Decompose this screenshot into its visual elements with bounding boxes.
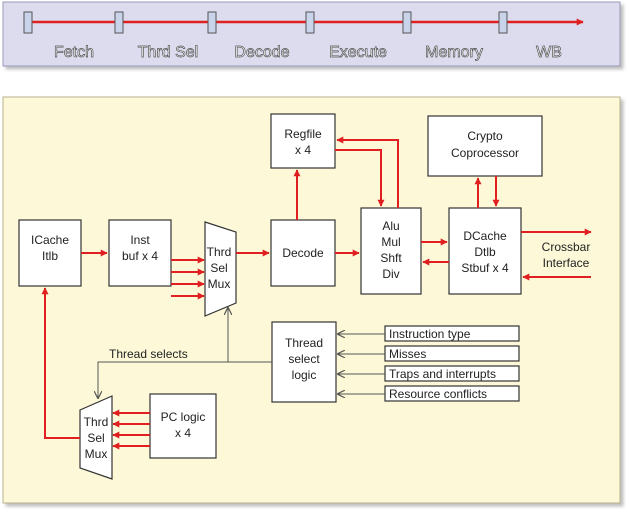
thread-select-logic-label-2: select <box>288 352 320 366</box>
thrd-sel-mux-bottom <box>79 395 113 480</box>
dcache-label-1: DCache <box>463 229 507 243</box>
thrd-sel-mux-bottom-label-1: Thrd <box>84 415 109 429</box>
alu-box <box>360 207 422 295</box>
crossbar-label-1: Crossbar <box>542 240 591 254</box>
thread-select-logic-box <box>271 321 337 403</box>
icache-box <box>18 219 82 287</box>
dcache-label-3: Stbuf x 4 <box>461 261 509 275</box>
thrd-sel-mux-top <box>204 221 237 317</box>
inst-buf-label-2: buf x 4 <box>122 249 158 263</box>
icache-label-2: Itlb <box>42 249 58 263</box>
arrow-mux-to-icache <box>41 287 80 439</box>
pipeline-stage-label: Execute <box>329 44 387 61</box>
thrd-sel-mux-top-label-3: Mux <box>208 277 231 291</box>
pipeline-stage-label: Fetch <box>54 44 94 61</box>
thread-selects-bottom-arrow <box>98 361 272 398</box>
input-label-instruction-type: Instruction type <box>389 327 471 341</box>
inst-buf-label-1: Inst <box>130 233 150 247</box>
regfile-label-2: x 4 <box>295 143 311 157</box>
pipeline-stage-label: Thrd Sel <box>138 44 198 61</box>
control-arrows <box>98 308 385 398</box>
arrow-alu-to-regfile <box>336 136 399 208</box>
input-label-traps: Traps and interrupts <box>389 367 496 381</box>
crypto-label-1: Crypto <box>467 129 503 143</box>
alu-label-2: Mul <box>381 235 400 249</box>
pipeline-stage-label: WB <box>536 44 562 61</box>
alu-label-1: Alu <box>382 219 399 233</box>
pc-logic-box <box>149 393 217 459</box>
icache-label-1: ICache <box>31 233 69 247</box>
thrd-sel-mux-bottom-label-2: Sel <box>87 431 104 445</box>
thrd-sel-mux-top-label-2: Sel <box>210 261 227 275</box>
regfile-box <box>270 113 336 169</box>
pipeline-tick <box>207 11 217 34</box>
alu-label-3: Shft <box>380 251 402 265</box>
crypto-label-2: Coprocessor <box>451 146 519 160</box>
input-label-resource: Resource conflicts <box>389 387 487 401</box>
input-label-misses: Misses <box>389 347 426 361</box>
pipeline-tick <box>402 11 412 34</box>
pipeline-tick <box>305 11 315 34</box>
thrd-sel-mux-top-label-1: Thrd <box>207 245 232 259</box>
dcache-label-2: Dtlb <box>474 245 496 259</box>
crossbar-label-2: Interface <box>543 256 590 270</box>
pipeline-stage-label: Decode <box>234 44 289 61</box>
pipeline-tick <box>114 11 124 34</box>
pipeline-tick <box>498 11 508 34</box>
pipeline-stage-label: Memory <box>425 44 483 61</box>
pc-logic-label-1: PC logic <box>161 410 206 424</box>
dcache-box <box>448 207 522 295</box>
datapath-arrows <box>41 136 592 450</box>
thread-select-logic-label-3: logic <box>292 368 317 382</box>
thrd-sel-mux-bottom-label-3: Mux <box>85 447 108 461</box>
crypto-box <box>427 115 543 177</box>
pipeline-strip: Fetch Thrd Sel Decode Execute Memory WB <box>2 1 621 67</box>
pc-logic-label-2: x 4 <box>175 426 191 440</box>
thread-select-logic-label-1: Thread <box>285 336 323 350</box>
regfile-label-1: Regfile <box>284 127 322 141</box>
alu-label-4: Div <box>382 267 399 281</box>
decode-label: Decode <box>282 246 324 260</box>
inst-buf-box <box>108 219 172 287</box>
thread-selects-label: Thread selects <box>109 347 188 361</box>
pipeline-tick <box>23 11 33 34</box>
arrow-regfile-to-alu <box>335 149 385 207</box>
